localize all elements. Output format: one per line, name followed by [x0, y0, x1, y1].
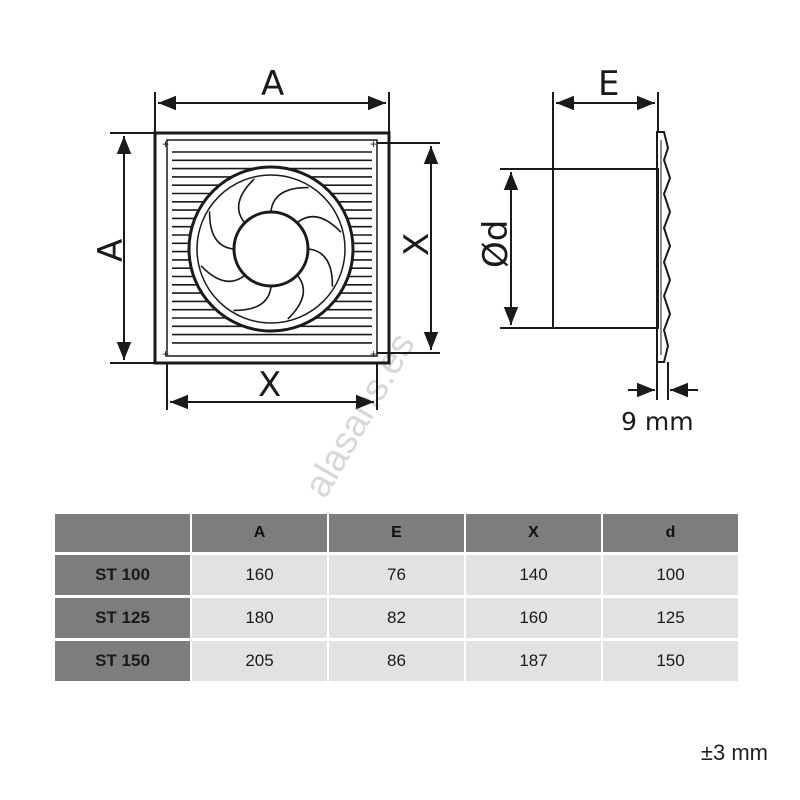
cell-d: 150	[603, 638, 738, 681]
cell-x: 140	[466, 552, 601, 595]
svg-text:+: +	[162, 347, 169, 361]
label-bottom-width: X	[258, 365, 281, 405]
label-diameter: Ød	[476, 220, 516, 268]
cell-d: 125	[603, 595, 738, 638]
header-cell: E	[329, 514, 464, 552]
table-row: ST 150 205 86 187 150	[55, 638, 738, 681]
front-view: + + + +	[153, 131, 391, 365]
label-right-height: X	[397, 233, 437, 256]
label-depth: E	[598, 64, 619, 104]
model-cell: ST 150	[55, 638, 190, 681]
header-cell: A	[192, 514, 327, 552]
cell-e: 82	[329, 595, 464, 638]
side-dimensions	[500, 92, 698, 400]
label-left-height: A	[91, 239, 131, 262]
fan-blades	[200, 178, 342, 320]
table-row: ST 100 160 76 140 100	[55, 552, 738, 595]
front-panel-inner	[166, 139, 378, 357]
fan-hub	[232, 210, 310, 288]
dimensions-table: A E X d ST 100 160 76 140 100 ST 125 180…	[53, 514, 740, 681]
fan-inner-ring	[196, 174, 346, 324]
svg-text:+: +	[370, 137, 377, 151]
table-header-row: A E X d	[55, 514, 738, 552]
svg-text:+: +	[370, 347, 377, 361]
cell-x: 160	[466, 595, 601, 638]
header-cell: d	[603, 514, 738, 552]
header-cell: X	[466, 514, 601, 552]
table-row: ST 125 180 82 160 125	[55, 595, 738, 638]
front-dimensions	[110, 92, 440, 410]
model-cell: ST 100	[55, 552, 190, 595]
cell-a: 205	[192, 638, 327, 681]
duct-body	[552, 168, 659, 329]
cell-x: 187	[466, 638, 601, 681]
front-panel-outline	[153, 131, 391, 365]
cell-d: 100	[603, 552, 738, 595]
cell-a: 160	[192, 552, 327, 595]
side-view	[552, 131, 672, 363]
cell-a: 180	[192, 595, 327, 638]
header-cell	[55, 514, 190, 552]
fan-technical-drawing: alasans.es + + + + A A X X	[91, 64, 698, 500]
label-top-width: A	[261, 64, 284, 104]
model-cell: ST 125	[55, 595, 190, 638]
side-grille-profile	[656, 131, 672, 363]
tolerance-note: ±3 mm	[700, 740, 768, 765]
cell-e: 76	[329, 552, 464, 595]
svg-text:+: +	[162, 137, 169, 151]
cell-e: 86	[329, 638, 464, 681]
label-thickness: 9 mm	[621, 407, 694, 436]
